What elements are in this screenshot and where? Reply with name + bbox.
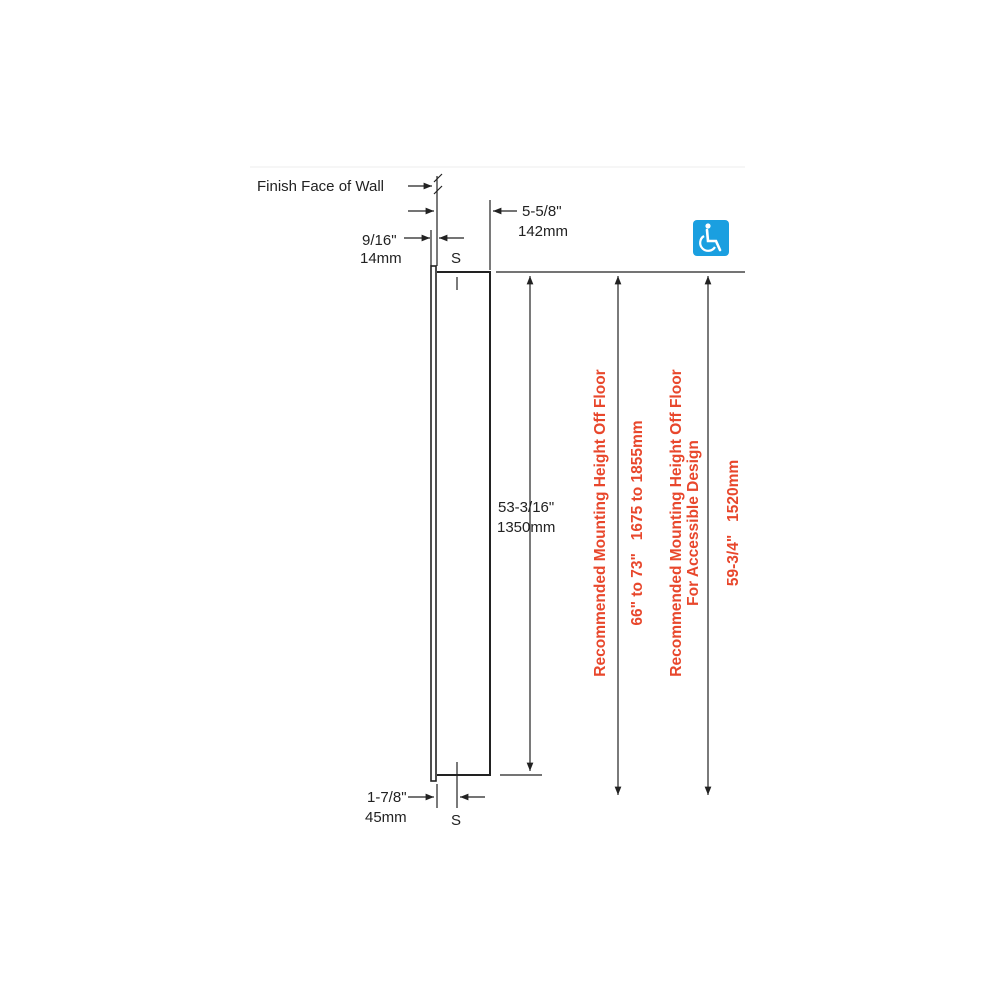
depth-mm: 142mm: [518, 223, 568, 240]
depth-inches: 5-5/8": [522, 203, 562, 220]
finish-face-label: Finish Face of Wall: [257, 178, 384, 195]
standard-height-title: Recommended Mounting Height Off Floor: [592, 369, 609, 676]
cabinet-body: [437, 271, 491, 776]
cabinet-flange: [430, 265, 437, 782]
accessible-height-value: 59-3/4" 1520mm: [725, 460, 742, 586]
flange-inches: 9/16": [362, 232, 397, 249]
s-top-label: S: [451, 250, 461, 267]
accessible-height-subtitle: For Accessible Design: [685, 440, 702, 606]
bottom-inches: 1-7/8": [367, 789, 407, 806]
wheelchair-accessible-icon: [693, 220, 729, 256]
height-inches: 53-3/16": [498, 499, 554, 516]
accessible-height-title: Recommended Mounting Height Off Floor: [668, 369, 685, 676]
standard-height-value: 66" to 73" 1675 to 1855mm: [629, 420, 646, 625]
wall-break-hatch: [433, 173, 443, 195]
flange-mm: 14mm: [360, 250, 402, 267]
height-mm: 1350mm: [497, 519, 555, 536]
bottom-mm: 45mm: [365, 809, 407, 826]
s-bottom-label: S: [451, 812, 461, 829]
